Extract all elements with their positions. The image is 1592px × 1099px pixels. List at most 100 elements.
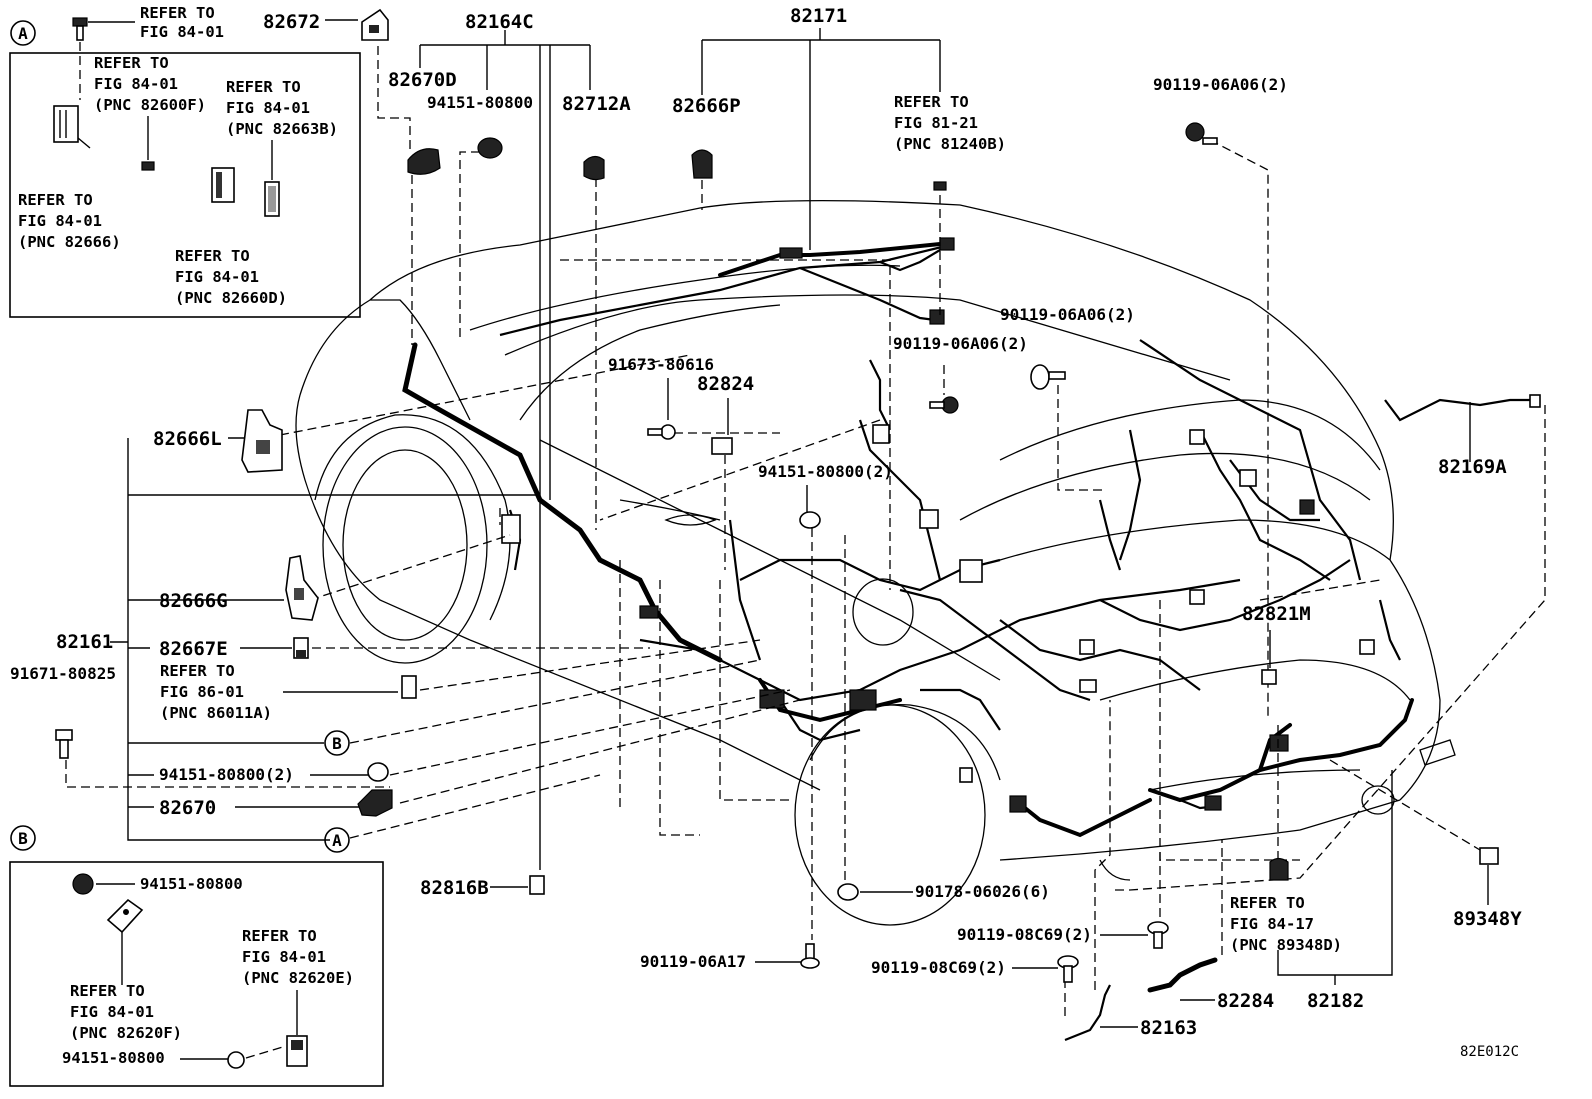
inset-a-relay-icon [211,167,235,203]
bolt-90119-06a17-icon [800,943,820,969]
label-90119-06a17: 90119-06A17 [640,952,746,971]
inset-a-marker: A [18,24,28,43]
inset-a-refer-3-l1: REFER TO [226,78,301,96]
label-90119-06a06-mid: 90119-06A06(2) [893,334,1028,353]
label-82163: 82163 [1140,1017,1197,1039]
label-94151-top: 94151-80800 [427,93,533,112]
clip-94151-top-icon [477,137,503,159]
label-82666p: 82666P [672,95,741,117]
inset-b: B 94151-80800 REFER TO FIG 84-01 (PNC 82… [9,825,384,1087]
inset-a-refer-1-l2: FIG 84-01 [140,23,224,41]
part-icons [55,8,1499,983]
refer-fig84-17-l1: REFER TO [1230,894,1305,912]
label-82670: 82670 [159,797,216,819]
label-82171: 82171 [790,5,847,27]
label-90119-06a06-low: 90119-06A06(2) [1000,305,1135,324]
inset-a-refer-1-l1: REFER TO [140,4,215,22]
refer-fig84-17-l3: (PNC 89348D) [1230,936,1342,954]
bracket-82666g-icon [285,555,319,621]
clip-82816b-icon [529,875,545,895]
label-94151-mid: 94151-80800(2) [758,462,893,481]
clip-81240b-icon [933,181,947,191]
clip-94151-left-icon [367,762,389,782]
inset-b-nut-icon [227,1051,245,1069]
refer-fig81-l3: (PNC 81240B) [894,135,1006,153]
inset-a-refer-5-l1: REFER TO [175,247,250,265]
inset-a-refer-4-l1: REFER TO [18,191,93,209]
refer-fig81-l1: REFER TO [894,93,969,111]
label-82182: 82182 [1307,990,1364,1012]
label-82161: 82161 [56,631,113,653]
inset-a-small-clip-icon [141,161,155,171]
inset-a-refer-5-l2: FIG 84-01 [175,268,259,286]
connector-89348d-icon [1269,857,1289,881]
label-90119-06a06-top: 90119-06A06(2) [1153,75,1288,94]
refer-fig86-l1: REFER TO [160,662,235,680]
relay-82824-icon [711,437,733,455]
bolt-91671-icon [55,729,73,759]
inset-a-refer-3-l3: (PNC 82663B) [226,120,338,138]
inset-b-frame [9,861,384,1087]
bolt-90119-08c69-b-icon [1057,955,1079,983]
grommet-82670d-icon [407,148,441,175]
label-94151-left: 94151-80800(2) [159,765,294,784]
callout-b: B [324,730,350,756]
inset-b-refer-1-l2: FIG 84-01 [242,948,326,966]
inset-b-sensor-icon [286,1035,308,1067]
label-82672: 82672 [263,11,320,33]
inset-a-refer-2-l2: FIG 84-01 [94,75,178,93]
inset-a-refer-5-l3: (PNC 82660D) [175,289,287,307]
label-90119-08c69-a: 90119-08C69(2) [957,925,1092,944]
bolt-90119-08c69-a-icon [1147,921,1169,949]
inset-b-marker-circle [10,825,36,851]
refer-fig84-17-l2: FIG 84-17 [1230,915,1314,933]
bracket-82670-icon [357,789,393,817]
inset-b-marker: B [18,829,28,848]
inset-b-clip-icon [72,873,94,895]
label-82816b: 82816B [420,877,489,899]
nut-90178-icon [837,883,859,901]
inset-a-refer-3-l2: FIG 84-01 [226,99,310,117]
label-91671: 91671-80825 [10,664,116,683]
refer-fig86-l2: FIG 86-01 [160,683,244,701]
inset-a: A REFER TO FIG 84-01 REFER TO FIG 84-01 … [9,4,361,318]
bolt-90119-top-icon [1185,122,1218,145]
inset-a-refer-4-l2: FIG 84-01 [18,212,102,230]
harness-connectors [501,237,1541,813]
label-82284: 82284 [1217,990,1274,1012]
label-82670d: 82670D [388,69,457,91]
bolt-90119-mid-icon [929,396,959,414]
clip-82667e-icon [293,637,309,659]
callout-a-label: A [332,831,342,850]
inset-a-marker-circle [10,20,36,46]
diagram-code: 82E012C [1460,1044,1519,1060]
inset-b-bracket-icon [106,898,144,934]
bracket-82672-icon [361,8,389,41]
inset-b-refer-2-l1: REFER TO [70,982,145,1000]
vehicle-body-outline [295,200,1456,926]
label-82667e: 82667E [159,638,228,660]
refer-fig81-l2: FIG 81-21 [894,114,978,132]
inset-b-bolt-2: 94151-80800 [62,1049,165,1067]
label-82164c: 82164C [465,11,534,33]
grommet-82666p-icon [691,149,713,179]
inset-a-refer-4-l3: (PNC 82666) [18,233,121,251]
inset-b-refer-2-l3: (PNC 82620F) [70,1024,182,1042]
inset-b-refer-1-l1: REFER TO [242,927,317,945]
callout-b-label: B [332,734,342,753]
label-82712a: 82712A [562,93,631,115]
clip-82821m-icon [1261,669,1277,685]
label-82821m: 82821M [1242,603,1311,625]
bolt-91673-icon [647,424,676,440]
grommet-82712a-icon [583,155,605,181]
inset-b-bolt-1: 94151-80800 [140,875,243,893]
label-82169a: 82169A [1438,456,1507,478]
clip-94151-mid-icon [799,511,821,529]
leader-lines [65,19,1546,1028]
inset-a-relay-block-icon [53,105,79,143]
inset-a-refer-2-l3: (PNC 82600F) [94,96,206,114]
inset-a-connector-strip-icon [264,181,280,217]
callout-a: A [324,827,350,853]
label-91673: 91673-80616 [608,355,714,374]
